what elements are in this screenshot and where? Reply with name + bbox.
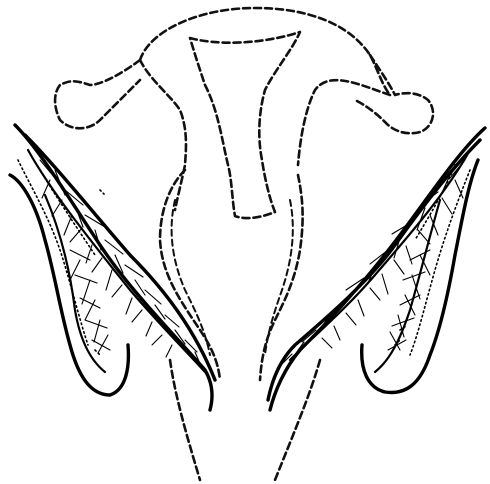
dotted-markings <box>95 190 406 356</box>
right-adnexa-outline <box>355 55 433 133</box>
uterus-outline <box>140 8 390 218</box>
cervix-outline <box>160 170 320 480</box>
right-structure <box>268 128 485 410</box>
left-adnexa-outline <box>55 60 140 128</box>
